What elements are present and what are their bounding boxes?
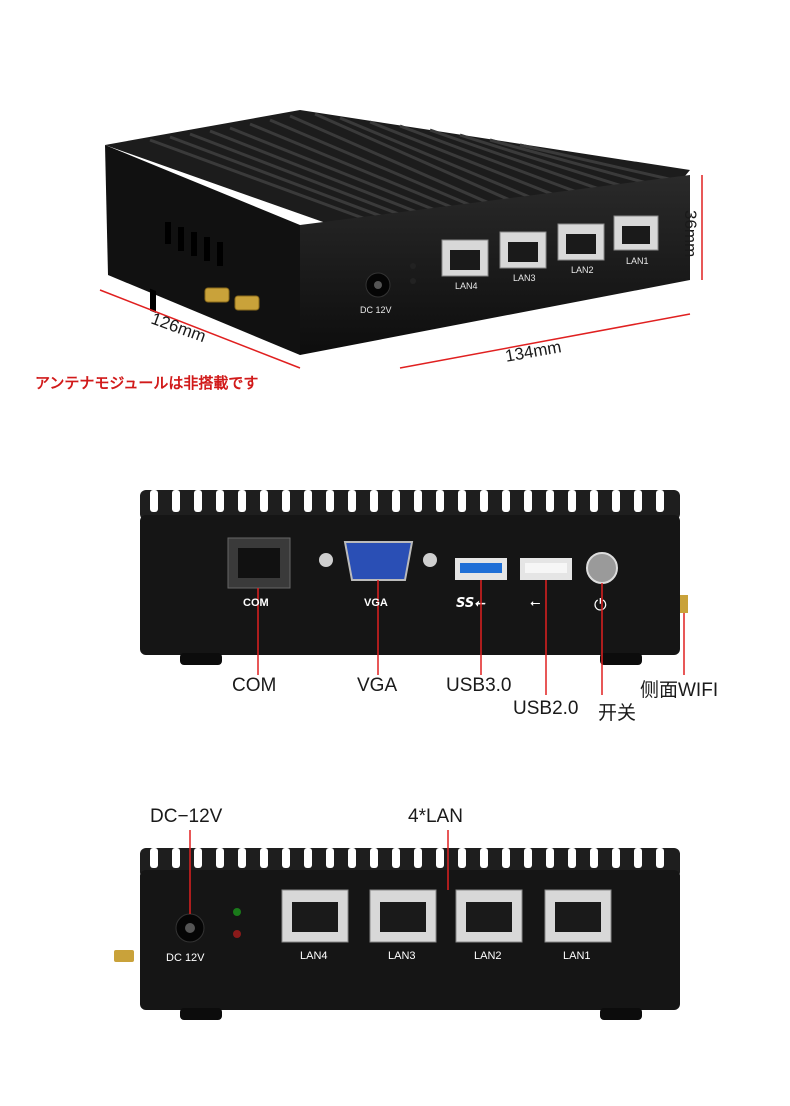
wifi-callout: 侧面WIFI [640,680,719,701]
svg-text:⭠: ⭠ [530,596,540,611]
lan2-label: LAN2 [571,265,594,275]
dc-jack-label: DC 12V [360,305,392,315]
lan-callout: 4*LAN [408,806,463,827]
mini-pc-back-image [114,830,680,1020]
mini-pc-isometric-image [99,110,703,369]
vga-callout: VGA [357,675,398,696]
front-view-panel: SS⭠ ⭠ ⏻ COM VGA COM VGA USB3.0 USB2.0 开关… [0,470,790,740]
vga-port-label: VGA [364,597,388,609]
com-callout: COM [232,675,277,696]
back-lan2-label: LAN2 [474,950,502,962]
mini-pc-front-image: SS⭠ ⭠ ⏻ [140,490,688,695]
com-port-label: COM [243,597,269,609]
back-view-panel: DC−12V 4*LAN DC 12V LAN4 LAN3 LAN2 LAN1 [0,790,790,1106]
lan3-label: LAN3 [513,273,536,283]
svg-text:SS⭠: SS⭠ [456,596,486,611]
lan4-label: LAN4 [455,281,478,291]
back-lan4-label: LAN4 [300,950,328,962]
lan1-label: LAN1 [626,256,649,266]
back-lan3-label: LAN3 [388,950,416,962]
back-dc-label: DC 12V [166,952,205,964]
power-switch-callout: 开关 [598,703,637,724]
dc-12v-callout: DC−12V [150,806,223,827]
height-dimension: 36mm [681,210,700,258]
svg-text:⏻: ⏻ [594,595,607,614]
top-view-panel: LAN4 LAN3 LAN2 LAN1 DC 12V 126mm 134mm 3… [0,0,790,410]
usb2-callout: USB2.0 [513,698,579,719]
usb3-callout: USB3.0 [446,675,512,696]
back-lan1-label: LAN1 [563,950,591,962]
antenna-note: アンテナモジュールは非搭載です [35,375,259,392]
